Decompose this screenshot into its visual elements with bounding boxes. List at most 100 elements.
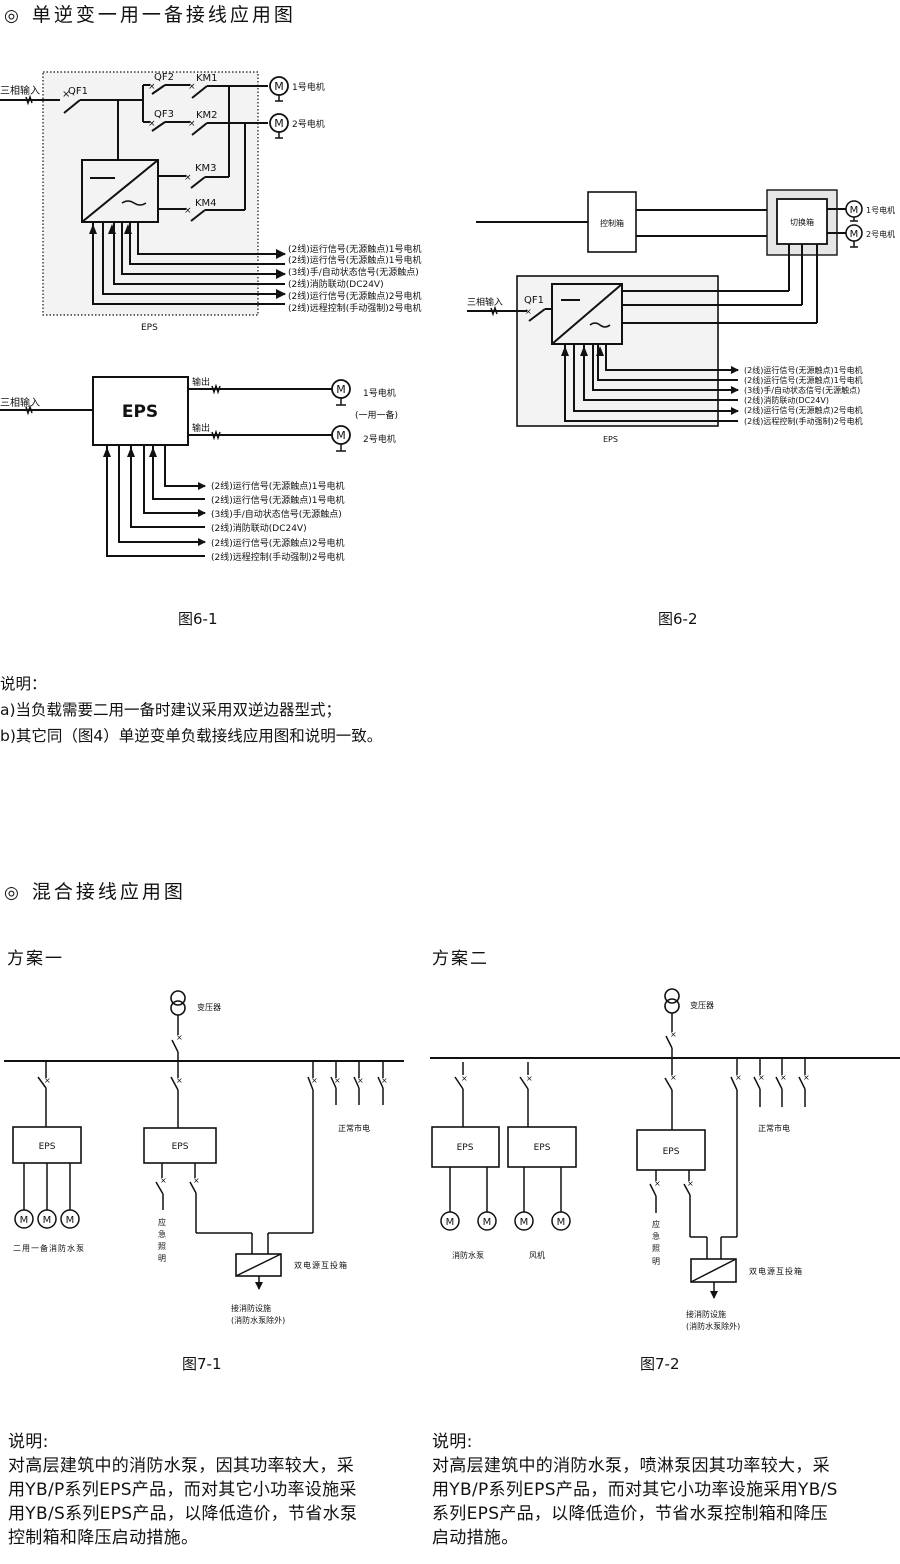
qf1-switch [63, 99, 81, 114]
signal-label: (2线)运行信号(无源触点)2号电机 [288, 290, 422, 302]
svg-text:(2线)运行信号(无源触点)1号电机: (2线)运行信号(无源触点)1号电机 [744, 365, 863, 375]
svg-text:×: × [311, 1076, 318, 1085]
signal-label: (3线)手/自动状态信号(无源触点) [288, 266, 419, 278]
svg-text:(2线)运行信号(无源触点)2号电机: (2线)运行信号(无源触点)2号电机 [744, 405, 863, 415]
motor-1-icon: M [845, 200, 863, 222]
motor-icon: M [477, 1211, 497, 1231]
svg-text:输出: 输出 [192, 376, 210, 388]
svg-text:三相输入: 三相输入 [0, 396, 40, 409]
label-km1: KM1 [196, 73, 218, 84]
motor-1-icon: M [269, 76, 289, 102]
note-line: 启动措施。 [432, 1528, 519, 1548]
eps-box-1 [431, 1126, 500, 1168]
signal-label: (2线)运行信号(无源触点)1号电机 [288, 243, 422, 255]
switch-box [776, 198, 828, 245]
note-line: 系列EPS产品，以降低造价，节省水泵控制箱和降压 [432, 1504, 828, 1524]
breaker-x-icon: × [148, 82, 156, 92]
svg-text:M: M [20, 1215, 29, 1226]
caption-fig62: 图6-2 [658, 610, 698, 628]
svg-text:正常市电: 正常市电 [338, 1123, 370, 1133]
signal-label: (2线)远程控制(手动强制)2号电机 [288, 302, 422, 314]
notes-block-71: 说明: 对高层建筑中的消防水泵，因其功率较大，采 用YB/P系列EPS产品，而对… [8, 1430, 357, 1550]
notes-block-1: 说明： a)当负载需要二用一备时建议采用双逆边器型式； b)其它同（图4）单逆变… [0, 671, 382, 749]
label-qf1: QF1 [68, 86, 88, 97]
svg-text:×: × [803, 1073, 810, 1082]
svg-text:(2线)运行信号(无源触点)1号电机: (2线)运行信号(无源触点)1号电机 [211, 494, 345, 506]
motor-icon: M [514, 1211, 534, 1231]
svg-text:M: M [557, 1217, 566, 1228]
caption-fig71: 图7-1 [182, 1355, 222, 1373]
motor-icon: M [440, 1211, 460, 1231]
svg-text:×: × [334, 1076, 341, 1085]
plan-one-title: 方案一 [7, 949, 64, 969]
motor-icon: M [551, 1211, 571, 1231]
note-line: b)其它同（图4）单逆变单负载接线应用图和说明一致。 [0, 727, 383, 745]
control-box [587, 191, 637, 253]
svg-text:(3线)手/自动状态信号(无源触点): (3线)手/自动状态信号(无源触点) [211, 508, 342, 520]
note-line: 控制箱和降压启动措施。 [8, 1528, 199, 1548]
svg-text:切换箱: 切换箱 [790, 217, 814, 227]
svg-text:M: M [274, 117, 284, 130]
diagram-fig72: 变压器 × × EPS M M 消防水泵 × EPS M M 风机 × EPS … [430, 988, 900, 1331]
svg-text:M: M [446, 1217, 455, 1228]
section-title-mixed: ◎混合接线应用图 [4, 877, 186, 904]
svg-text:×: × [188, 119, 196, 129]
svg-text:EPS: EPS [39, 1142, 56, 1152]
section-title-single-inverter: ◎单逆变一用一备接线应用图 [4, 0, 296, 27]
diagram-fig61-simplified: 三相输入 EPS 输出 输出 M M 1号电机 (一用一备) 2号电机 [0, 376, 398, 563]
caption-fig61: 图6-1 [178, 610, 218, 628]
svg-text:应: 应 [158, 1217, 166, 1227]
svg-text:EPS: EPS [534, 1143, 551, 1153]
svg-text:×: × [188, 82, 196, 92]
svg-text:急: 急 [652, 1231, 660, 1241]
section-title-text: 单逆变一用一备接线应用图 [31, 4, 296, 26]
svg-text:×: × [461, 1074, 468, 1083]
svg-text:明: 明 [158, 1254, 166, 1263]
svg-text:EPS: EPS [172, 1142, 189, 1152]
eps-box-2 [507, 1126, 577, 1168]
svg-text:M: M [483, 1217, 492, 1228]
breaker-x-icon: × [148, 119, 156, 129]
label-motor-1: 1号电机 [292, 81, 325, 93]
motor-icon: M [37, 1209, 57, 1229]
signal-label: (2线)运行信号(无源触点)1号电机 [288, 254, 422, 266]
svg-text:EPS: EPS [457, 1143, 474, 1153]
eps-box-3 [636, 1129, 706, 1171]
eps-box [92, 376, 189, 446]
transformer-icon [664, 988, 680, 1014]
svg-text:EPS: EPS [122, 402, 158, 422]
svg-text:三相输入: 三相输入 [467, 296, 503, 308]
svg-text:×: × [176, 1033, 183, 1042]
svg-text:×: × [44, 1076, 51, 1085]
svg-text:×: × [654, 1179, 661, 1188]
svg-text:(2线)消防联动(DC24V): (2线)消防联动(DC24V) [211, 522, 307, 534]
notes-heading: 说明： [0, 675, 47, 693]
svg-text:(消防水泵除外): (消防水泵除外) [231, 1315, 285, 1325]
svg-text:风机: 风机 [529, 1250, 545, 1260]
label-km3: KM3 [195, 163, 217, 174]
plan-two-title: 方案二 [432, 949, 489, 969]
svg-text:变压器: 变压器 [690, 1000, 714, 1010]
diagram-fig71: 变压器 × × EPS M M M 二用一备消防水泵 × EPS × 应 急 照… [4, 990, 404, 1325]
motor-icon: M [14, 1209, 34, 1229]
note-line: 用YB/P系列EPS产品，而对其它小功率设施采 [8, 1480, 357, 1500]
svg-text:(3线)手/自动状态信号(无源触点): (3线)手/自动状态信号(无源触点) [744, 385, 860, 395]
notes-block-72: 说明: 对高层建筑中的消防水泵，喷淋泵因其功率较大，采 用YB/P系列EPS产品… [432, 1430, 838, 1550]
motor-2-icon: M [845, 224, 863, 248]
label-km4: KM4 [195, 198, 217, 209]
svg-text:M: M [520, 1217, 529, 1228]
svg-text:接消防设施: 接消防设施 [231, 1303, 271, 1313]
eps-box-1 [12, 1126, 82, 1164]
svg-text:×: × [184, 206, 192, 216]
svg-text:双电源互投箱: 双电源互投箱 [749, 1266, 803, 1276]
svg-text:×: × [184, 173, 192, 183]
note-line: a)当负载需要二用一备时建议采用双逆边器型式； [0, 701, 342, 719]
svg-text:1号电机: 1号电机 [866, 205, 895, 215]
notes-heading: 说明: [8, 1432, 49, 1452]
notes-heading: 说明: [432, 1432, 473, 1452]
svg-text:×: × [780, 1073, 787, 1082]
svg-text:(消防水泵除外): (消防水泵除外) [686, 1321, 740, 1331]
svg-text:2号电机: 2号电机 [363, 433, 396, 445]
svg-text:×: × [526, 1074, 533, 1083]
